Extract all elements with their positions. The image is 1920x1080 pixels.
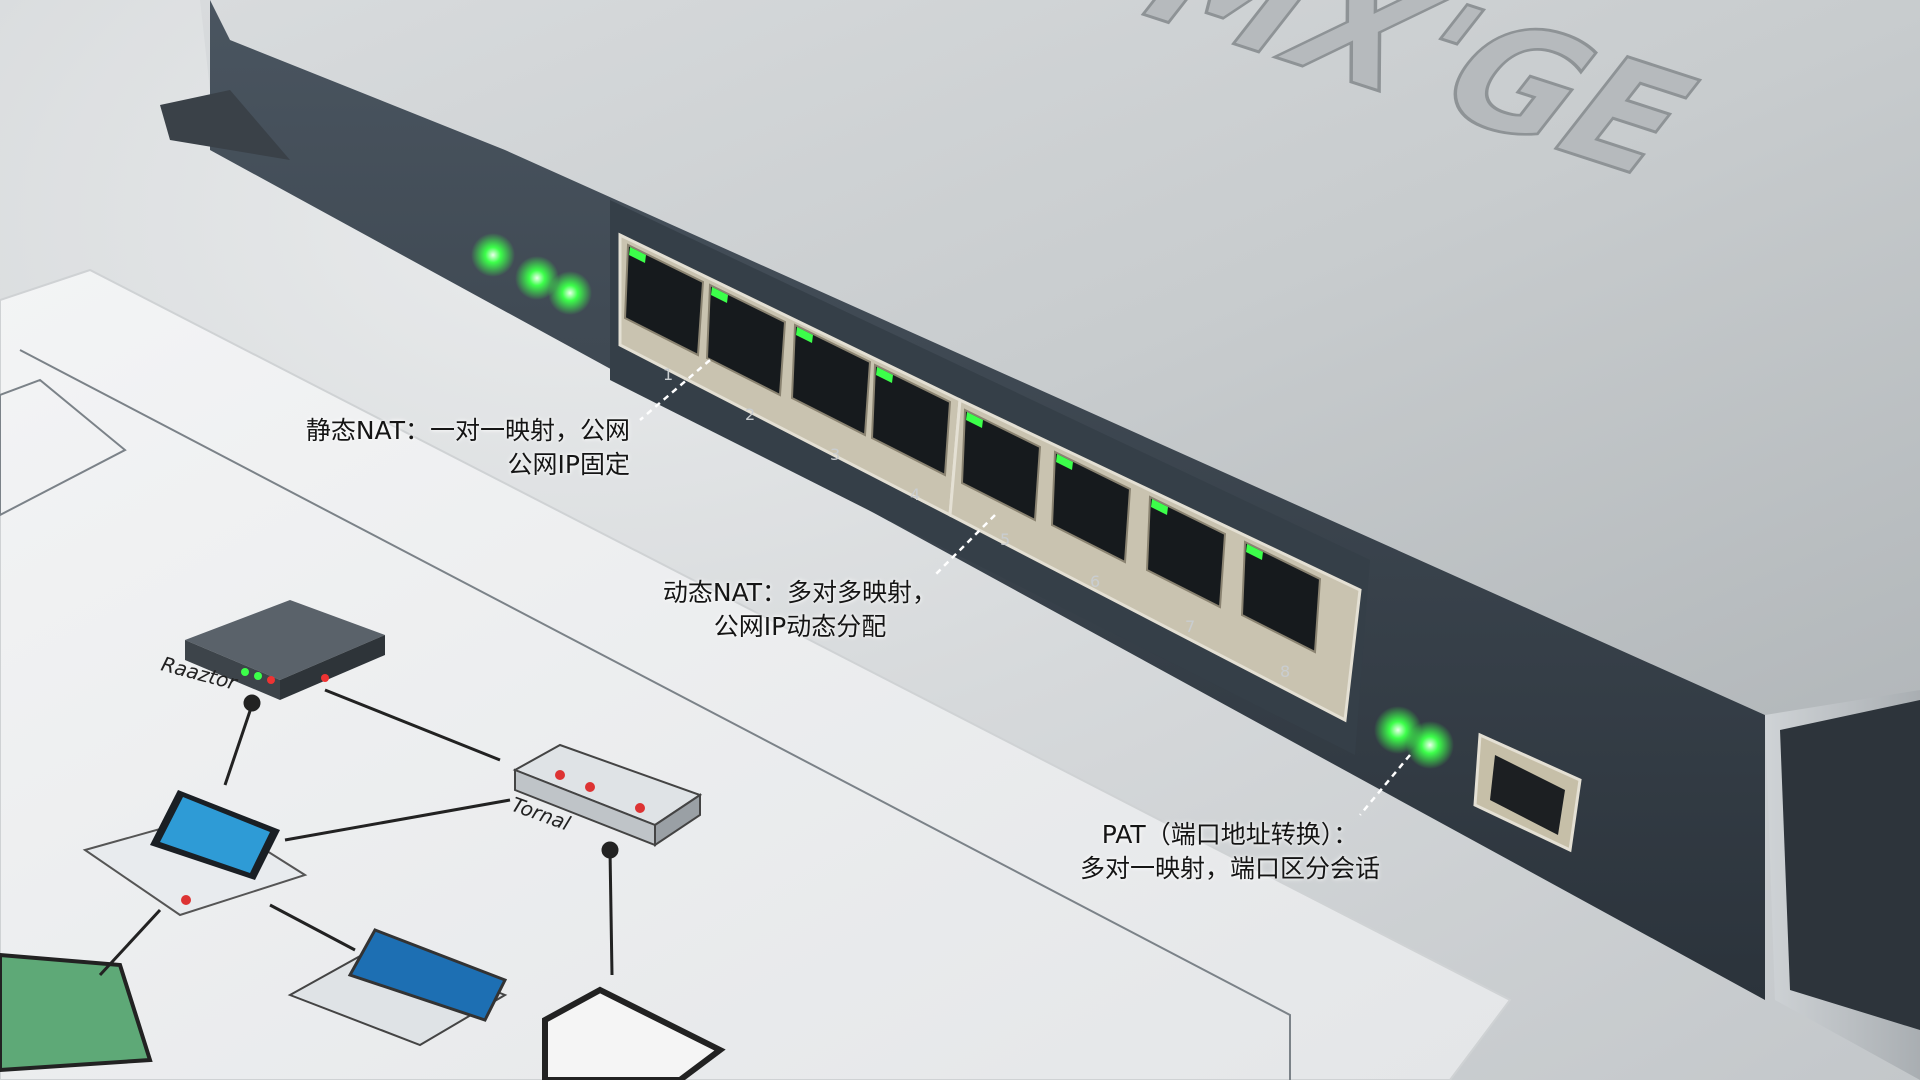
port-number-label: 3 [830,445,840,464]
pat-line2: 多对一映射，端口区分会话 [1079,854,1380,883]
diagram-arrows [98,688,619,977]
rj45-port [790,323,872,437]
static-nat-line2: 公网IP固定 [507,450,630,479]
rj45-port [705,283,787,397]
port-number-label: 6 [1090,572,1100,591]
port-led [876,367,893,383]
callout-leaders [639,359,1411,816]
static-nat-callout: 静态NAT：一对一映射，公网 公网IP固定 [250,414,630,482]
port-number-label: 8 [1280,662,1290,681]
port-led [629,247,646,263]
rj45-port [960,408,1042,522]
status-led [471,233,515,277]
port-led [966,412,983,428]
monitor-icon [0,952,726,1080]
status-led [548,271,592,315]
dynamic-nat-line1: 动态NAT：多对多映射， [662,578,938,607]
pat-callout: PAT（端口地址转换）： 多对一映射，端口区分会话 [1040,818,1420,886]
port-led [796,327,813,343]
laptop-icon [82,790,308,917]
rj45-port [870,363,952,477]
rj45-port [1240,540,1322,654]
port-led [1151,499,1168,515]
port-number-label: 7 [1185,617,1195,636]
static-nat-line1: 静态NAT：一对一映射，公网 [305,416,630,445]
mounting-bracket [160,90,290,160]
port-number-label: 5 [1000,530,1010,549]
rj45-port [1050,450,1132,564]
port-led [711,287,728,303]
dynamic-nat-line2: 公网IP动态分配 [713,612,887,641]
switch-icon [512,743,703,847]
port-number-label: 4 [910,485,920,504]
port-led [1056,454,1073,470]
pat-line1: PAT（端口地址转换）： [1101,820,1359,849]
status-led [515,256,559,300]
port-number-label: 1 [663,365,673,384]
rj45-port [1145,495,1227,609]
port-number-label: 2 [745,405,755,424]
network-diagram-paper: Raaztor Tornal [0,268,1512,1080]
port-led [1246,544,1263,560]
dynamic-nat-callout: 动态NAT：多对多映射， 公网IP动态分配 [640,576,960,644]
laptop-icon-2 [287,928,508,1047]
rj45-port [623,243,705,357]
router-icon [185,600,385,700]
port-sockets: 1 2 3 4 5 6 7 8 [623,243,1322,681]
status-led [1406,721,1454,769]
